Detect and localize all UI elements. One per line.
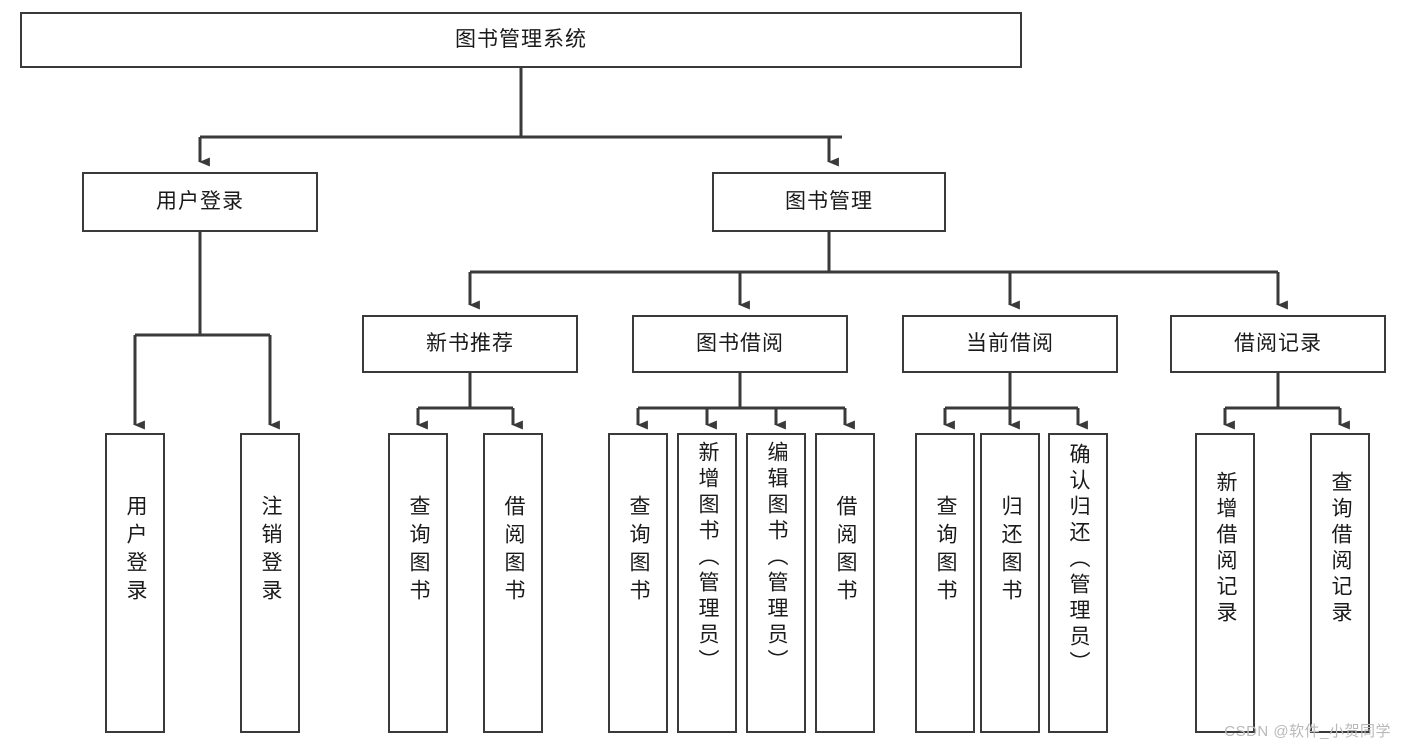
node-label: 查询图书 [627, 495, 651, 607]
leaf-query-book-3[interactable]: 查询图书 [915, 433, 975, 733]
leaf-return-book[interactable]: 归还图书 [980, 433, 1040, 733]
node-user-login[interactable]: 用户登录 [82, 172, 318, 232]
node-label: 用户登录 [124, 495, 148, 607]
leaf-borrow-book-1[interactable]: 借阅图书 [483, 433, 543, 733]
node-book-borrow[interactable]: 图书借阅 [632, 315, 848, 373]
node-label: 图书管理系统 [455, 28, 587, 52]
node-label: 查询图书 [934, 495, 958, 607]
node-label: 新增借阅记录 [1214, 471, 1238, 627]
leaf-add-book[interactable]: 新增图书（管理员） [677, 433, 737, 733]
leaf-borrow-book-2[interactable]: 借阅图书 [815, 433, 875, 733]
leaf-query-record[interactable]: 查询借阅记录 [1310, 433, 1370, 733]
leaf-confirm-return[interactable]: 确认归还（管理员） [1048, 433, 1108, 733]
node-label: 归还图书 [999, 495, 1023, 607]
node-label: 图书管理 [785, 190, 873, 214]
leaf-add-record[interactable]: 新增借阅记录 [1195, 433, 1255, 733]
node-label: 借阅图书 [834, 495, 858, 607]
node-book-manage[interactable]: 图书管理 [712, 172, 946, 232]
node-label: 新增图书（管理员） [696, 441, 720, 675]
node-label: 借阅记录 [1234, 332, 1322, 356]
node-label: 查询图书 [407, 495, 431, 607]
node-label: 确认归还（管理员） [1067, 443, 1091, 677]
node-label: 借阅图书 [502, 495, 526, 607]
node-label: 新书推荐 [426, 332, 514, 356]
leaf-user-login[interactable]: 用户登录 [105, 433, 165, 733]
node-label: 查询借阅记录 [1329, 471, 1353, 627]
leaf-edit-book[interactable]: 编辑图书（管理员） [746, 433, 806, 733]
node-root-system[interactable]: 图书管理系统 [20, 12, 1022, 68]
watermark-text: CSDN @软件_小贺同学 [1224, 723, 1391, 740]
node-current-borrow[interactable]: 当前借阅 [902, 315, 1118, 373]
leaf-query-book-1[interactable]: 查询图书 [388, 433, 448, 733]
leaf-logout-login[interactable]: 注销登录 [240, 433, 300, 733]
node-borrow-record[interactable]: 借阅记录 [1170, 315, 1386, 373]
node-new-book-recommend[interactable]: 新书推荐 [362, 315, 578, 373]
node-label: 图书借阅 [696, 332, 784, 356]
node-label: 注销登录 [259, 495, 283, 607]
node-label: 用户登录 [156, 190, 244, 214]
leaf-query-book-2[interactable]: 查询图书 [608, 433, 668, 733]
node-label: 当前借阅 [966, 332, 1054, 356]
node-label: 编辑图书（管理员） [765, 441, 789, 675]
